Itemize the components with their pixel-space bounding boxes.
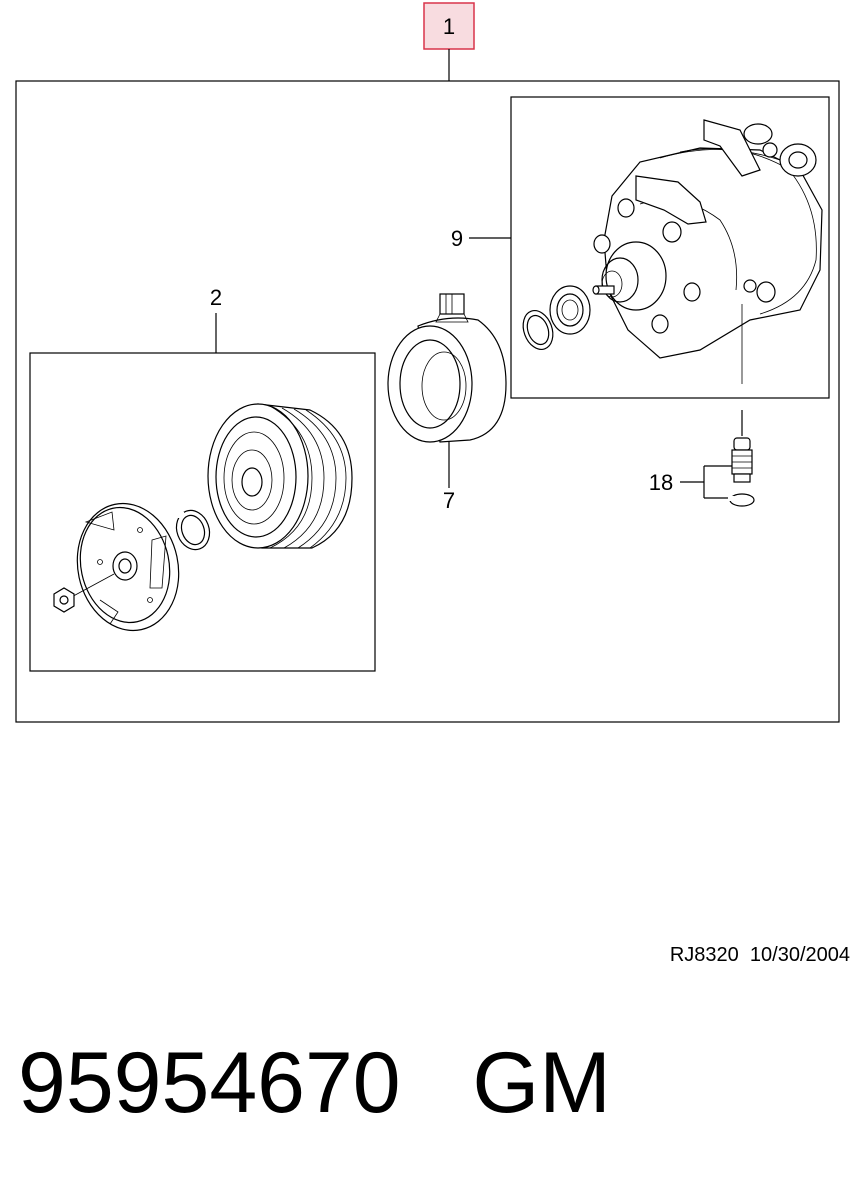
callout-9-label: 9 [451,226,463,251]
assembly-frame [15,80,840,723]
part-number: 95954670 [18,1035,401,1131]
compressor-subassembly-frame [510,96,830,399]
relief-valve-drawing [728,437,755,507]
compressor-drawing [522,119,823,384]
callout-18-label: 18 [649,470,673,495]
callout-1-label: 1 [443,14,455,39]
callout-7-label: 7 [443,488,455,513]
clutch-subassembly-frame [29,352,376,672]
nut-drawing [53,587,75,613]
snap-ring-drawing [175,509,211,551]
brand-name: GM [472,1035,611,1131]
part-line: 95954670 GM [18,1028,848,1138]
callout-2-label: 2 [210,285,222,310]
field-coil-drawing [387,293,507,443]
clutch-plate-drawing [65,502,180,632]
callout-1-box[interactable] [423,2,475,50]
reference-code: RJ8320 10/30/2004 [669,944,850,966]
pulley-drawing [207,403,353,549]
